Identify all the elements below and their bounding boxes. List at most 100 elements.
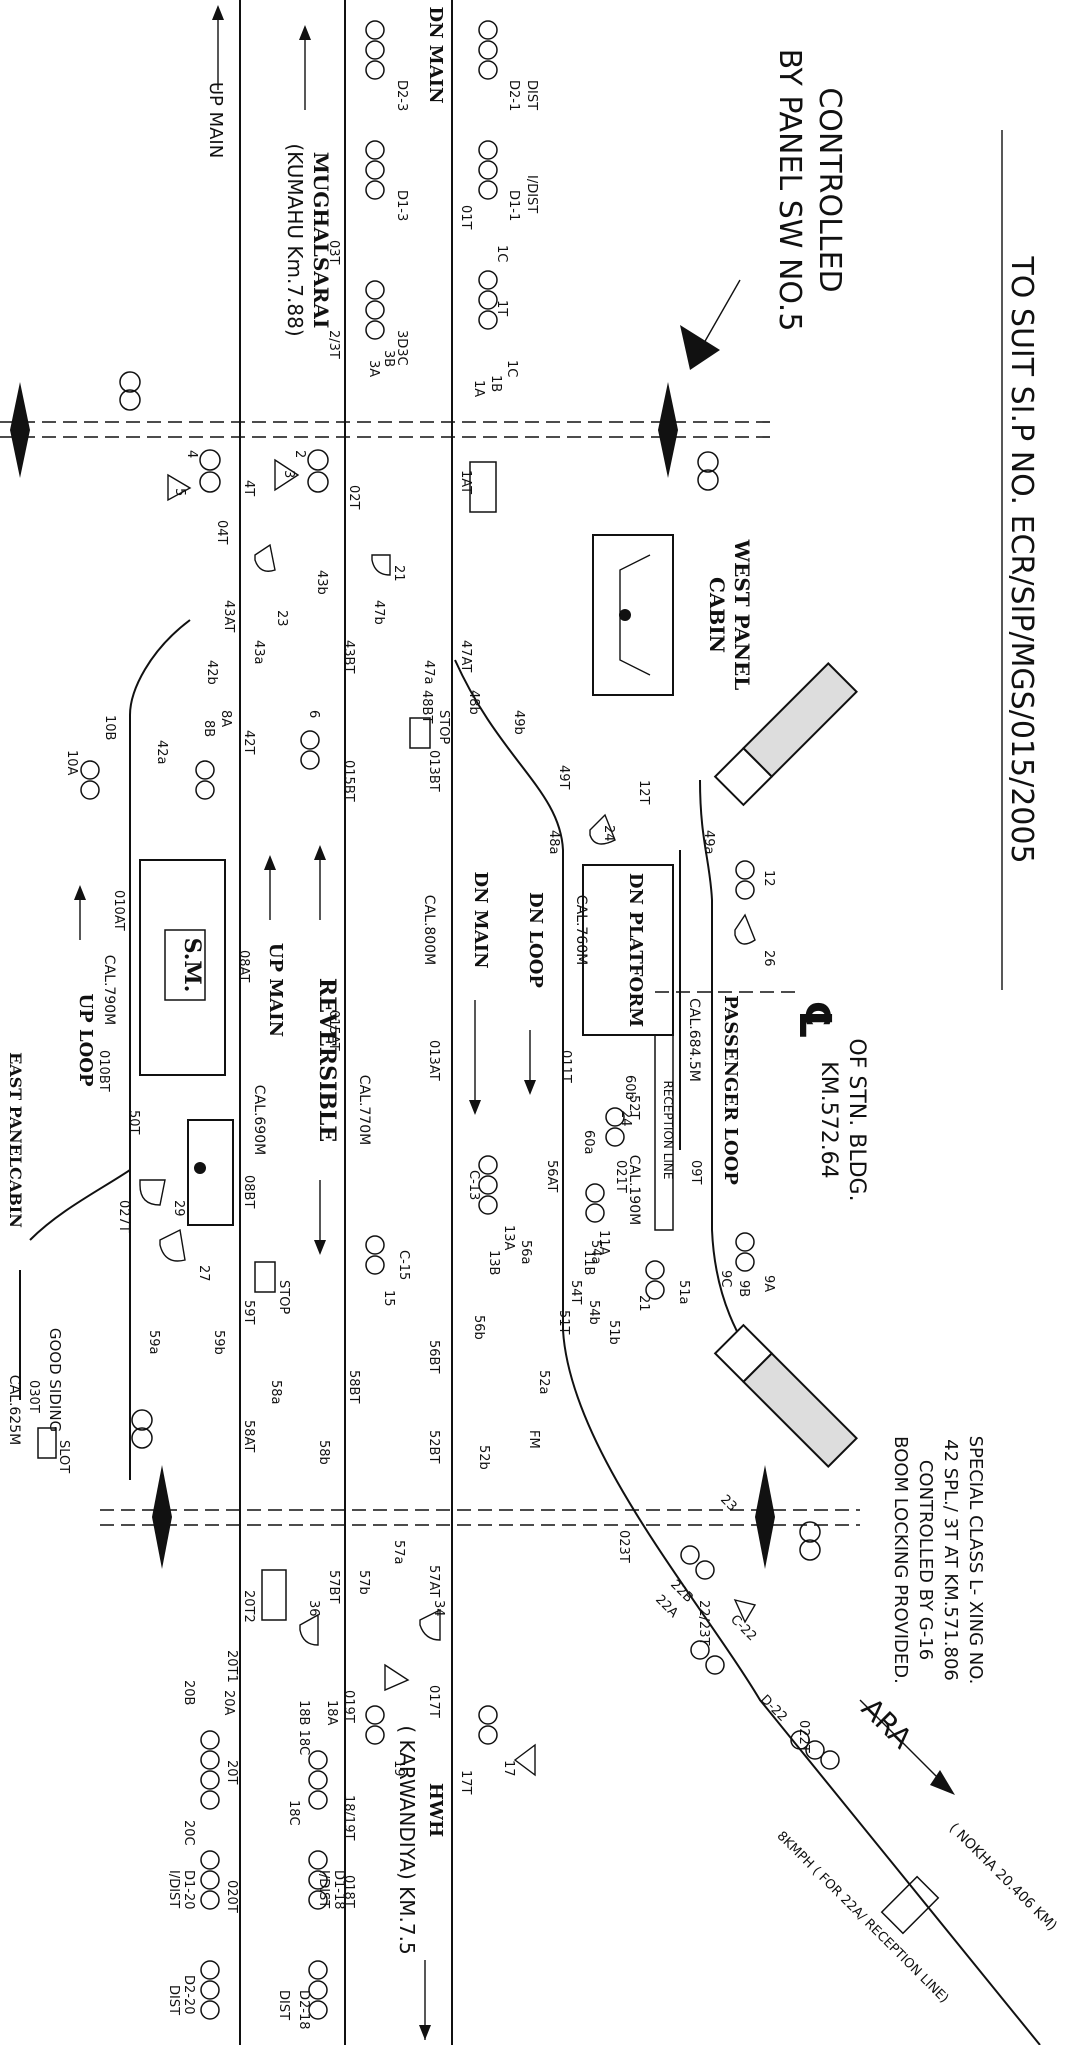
point-labels: 43b43a47b47a48b49b49a48a42b42a60b60a54a5… [146,570,716,1595]
signal-6 [300,730,320,770]
note-line-2: 42 SPL./ 3T AT KM.571.806 [940,1439,961,1681]
mughalsarai-name: MUGHALSARAI [309,152,333,329]
tag: 26 [761,950,776,967]
signal-d2-1 [478,20,498,80]
drawing-title: TO SUIT SI.P NO. ECR/SIP/MGS/015/2005 [1004,255,1039,863]
signal-lc-west [119,371,719,491]
station-master-box: S.M. [139,859,234,1226]
tag: 18A [324,1700,339,1726]
tag: I/DIST [166,1870,181,1908]
controlled-line2: BY PANEL SW NO.5 [772,49,807,332]
track-circuit-label: 52BT [426,1430,441,1463]
dn-loop-entry [454,659,564,851]
track-circuit-label: 58AT [241,1420,256,1452]
signal-10 [80,760,100,800]
track-circuit-label: 015AT [326,1010,341,1051]
signal-9 [735,1232,755,1272]
track-circuit-label: 020T [224,1880,239,1913]
gate-icon [152,1465,172,1569]
tag: 20C [181,1820,196,1846]
track-circuit-label: 08AT [236,950,251,982]
ara-line [562,1329,1041,2045]
track-circuit-label: 47AT [458,640,473,672]
tag: 3B [381,350,396,367]
track-circuit-label: 20T2 [241,1590,256,1623]
signal-3 [365,280,385,340]
signal-c13 [478,1155,498,1215]
tag: 1C [504,360,519,377]
point-label: 58a [268,1380,283,1405]
tag: DIST [524,80,539,110]
signal-d1-3 [365,140,385,200]
tag: 18B 18C [296,1700,311,1755]
signal-19 [365,1705,385,1745]
signal-12 [735,860,755,900]
cal-labels: CAL.800M CAL.760M CAL.684.5M CAL.190M CA… [6,895,702,1445]
tag: 4 [184,450,199,458]
track-circuit-label: 09T [688,1160,703,1185]
track-circuit-label: 013BT [426,750,441,792]
tag: 20A [221,1690,236,1716]
up-loop-entry [129,619,191,716]
track-circuit-label: 49T [556,765,571,790]
tag: 21 [636,1295,651,1312]
arrow-down-icon [314,1240,326,1255]
lamp-boxes [713,662,858,1468]
signal-d1-1 [478,140,498,200]
track-circuit-label: 021T [613,1160,628,1193]
hwh-name: HWH [425,1783,446,1837]
up-main-label-center: UP MAIN [265,943,286,1037]
signals [80,20,840,2020]
point-label: 58b [316,1440,331,1465]
signal-d2-3 [365,20,385,80]
arrow-up-icon [314,845,326,860]
stn-bldg-line1: OF STN. BLDG. [844,1038,869,1201]
tag: D2-1 [506,80,521,111]
point-label: 48a [546,830,561,855]
tag: 36 [306,1600,321,1617]
track-circuit-label: 01T [458,205,473,230]
point-label: 47b [371,600,386,625]
arrow-up-icon [299,25,311,40]
track-circuit-label: 50T [126,1110,141,1135]
track-circuit-label: 02T [346,485,361,510]
signal-22 [690,1640,725,1675]
track-circuit-label: 56AT [544,1160,559,1192]
cal-label: CAL.800M [421,895,437,965]
track-circuit-label: 59T [241,1300,256,1325]
gate-icon [10,382,30,478]
arrow-up-icon [264,855,276,870]
up-loop-label: UP LOOP [75,993,96,1087]
track-circuit-label: 027T [116,1200,131,1233]
track-circuit-label: 20T1 [224,1650,239,1683]
tag: 23 [274,610,289,627]
track-circuit-label: 43BT [341,640,356,673]
ara-name: ARA [855,1692,918,1755]
signal-11 [585,1183,605,1223]
tag: D1-1 [506,190,521,221]
point-label: 42a [154,740,169,765]
tag: STOP [276,1280,291,1314]
arrow-up-icon [74,885,86,900]
track-circuit-label: 20T [224,1760,239,1785]
tracks [19,0,1041,2045]
point-label: 43b [314,570,329,595]
route-indicators [37,458,940,1935]
sm-label: S.M. [179,938,205,993]
tag: 5 [172,488,187,496]
tag: 18C [286,1800,301,1826]
tag: 24 [618,1110,633,1127]
tag: 13A [501,1225,516,1251]
tag: D2-3 [394,80,409,111]
tag: C-22 [727,1612,759,1644]
tag: 1A [471,380,486,397]
title-group: TO SUIT SI.P NO. ECR/SIP/MGS/015/2005 [1001,130,1039,990]
note-line-1: SPECIAL CLASS L- XING NO. [965,1436,986,1685]
tag: 8A [218,710,233,727]
track-circuit-label: 010BT [96,1050,111,1092]
tag: FM [526,1430,541,1449]
point-label: 52a [536,1370,551,1395]
signal-d1-18 [308,1850,328,1910]
point-label: 56b [471,1315,486,1340]
point-label: 54a [588,1240,603,1265]
